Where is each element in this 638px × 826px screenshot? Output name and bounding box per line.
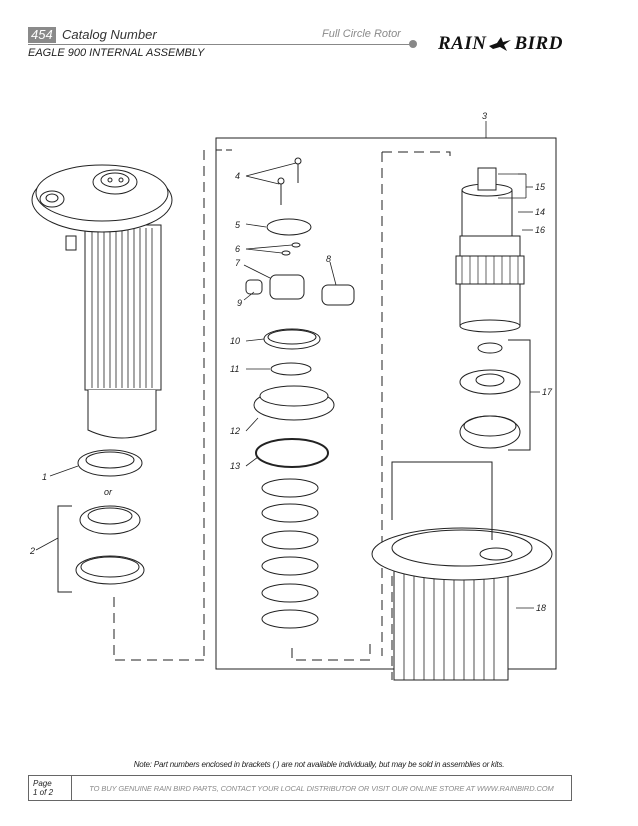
nozzle-part-7 — [269, 274, 305, 300]
callout-10: 10 — [230, 336, 240, 346]
drive-assembly-part-17 — [459, 342, 521, 449]
callout-2: 2 — [29, 546, 35, 556]
callout-15: 15 — [535, 182, 546, 192]
logo-text-rain: RAIN — [438, 33, 487, 54]
bracket-part-17 — [508, 339, 531, 451]
case-part-18 — [371, 527, 553, 681]
header-divider — [28, 44, 414, 45]
page-number: 1 of 2 — [33, 788, 54, 797]
rotor-assembly-illustration — [31, 164, 173, 439]
callout-12: 12 — [230, 426, 240, 436]
internal-assembly-frame — [215, 137, 557, 670]
callout-14: 14 — [535, 207, 545, 217]
callout-13: 13 — [230, 461, 240, 471]
product-type-label: Full Circle Rotor — [322, 28, 401, 40]
callout-or: or — [104, 487, 113, 497]
page-label: Page — [33, 779, 52, 788]
callout-18: 18 — [536, 603, 546, 613]
rain-bird-logo: RAIN BIRD — [438, 32, 563, 56]
bracket-part-2 — [57, 505, 72, 593]
page-title: Catalog Number — [62, 27, 157, 42]
assembly-title: EAGLE 900 INTERNAL ASSEMBLY — [28, 47, 205, 59]
callout-17: 17 — [542, 387, 553, 397]
callout-16: 16 — [535, 225, 545, 235]
leader-lines — [35, 121, 540, 609]
gasket-part-13 — [255, 438, 329, 468]
callout-8: 8 — [326, 254, 331, 264]
shaft-part-15 — [477, 167, 497, 191]
riser-part-16 — [455, 183, 525, 333]
header-divider-dot — [409, 40, 417, 48]
spring — [261, 478, 319, 629]
nozzle-part-9 — [245, 279, 263, 295]
body-cap-part-12 — [253, 385, 335, 421]
parts-note: Note: Part numbers enclosed in brackets … — [133, 760, 505, 769]
callout-11: 11 — [230, 364, 239, 374]
retainer-ring-part-2 — [75, 505, 145, 585]
page-footer: Page 1 of 2 TO BUY GENUINE RAIN BIRD PAR… — [28, 775, 572, 801]
snap-ring-part-1 — [77, 449, 143, 477]
page-indicator: Page 1 of 2 — [29, 776, 72, 800]
screw-part-4 — [277, 157, 302, 205]
logo-text-bird: BIRD — [514, 33, 563, 54]
nozzle-part-8 — [321, 284, 355, 306]
callout-3: 3 — [482, 111, 487, 121]
o-ring-part-11 — [270, 362, 312, 376]
callout-5: 5 — [235, 220, 241, 230]
callout-4: 4 — [235, 171, 240, 181]
cover-plate-part-5 — [266, 218, 312, 236]
seal-part-10 — [263, 328, 321, 350]
callout-6: 6 — [235, 244, 240, 254]
callout-9: 9 — [237, 298, 242, 308]
callout-7: 7 — [235, 258, 241, 268]
footer-store-link-text: TO BUY GENUINE RAIN BIRD PARTS, CONTACT … — [89, 783, 554, 793]
catalog-number-badge: 454 — [28, 27, 56, 43]
bird-icon — [489, 37, 512, 51]
callout-1: 1 — [42, 472, 47, 482]
